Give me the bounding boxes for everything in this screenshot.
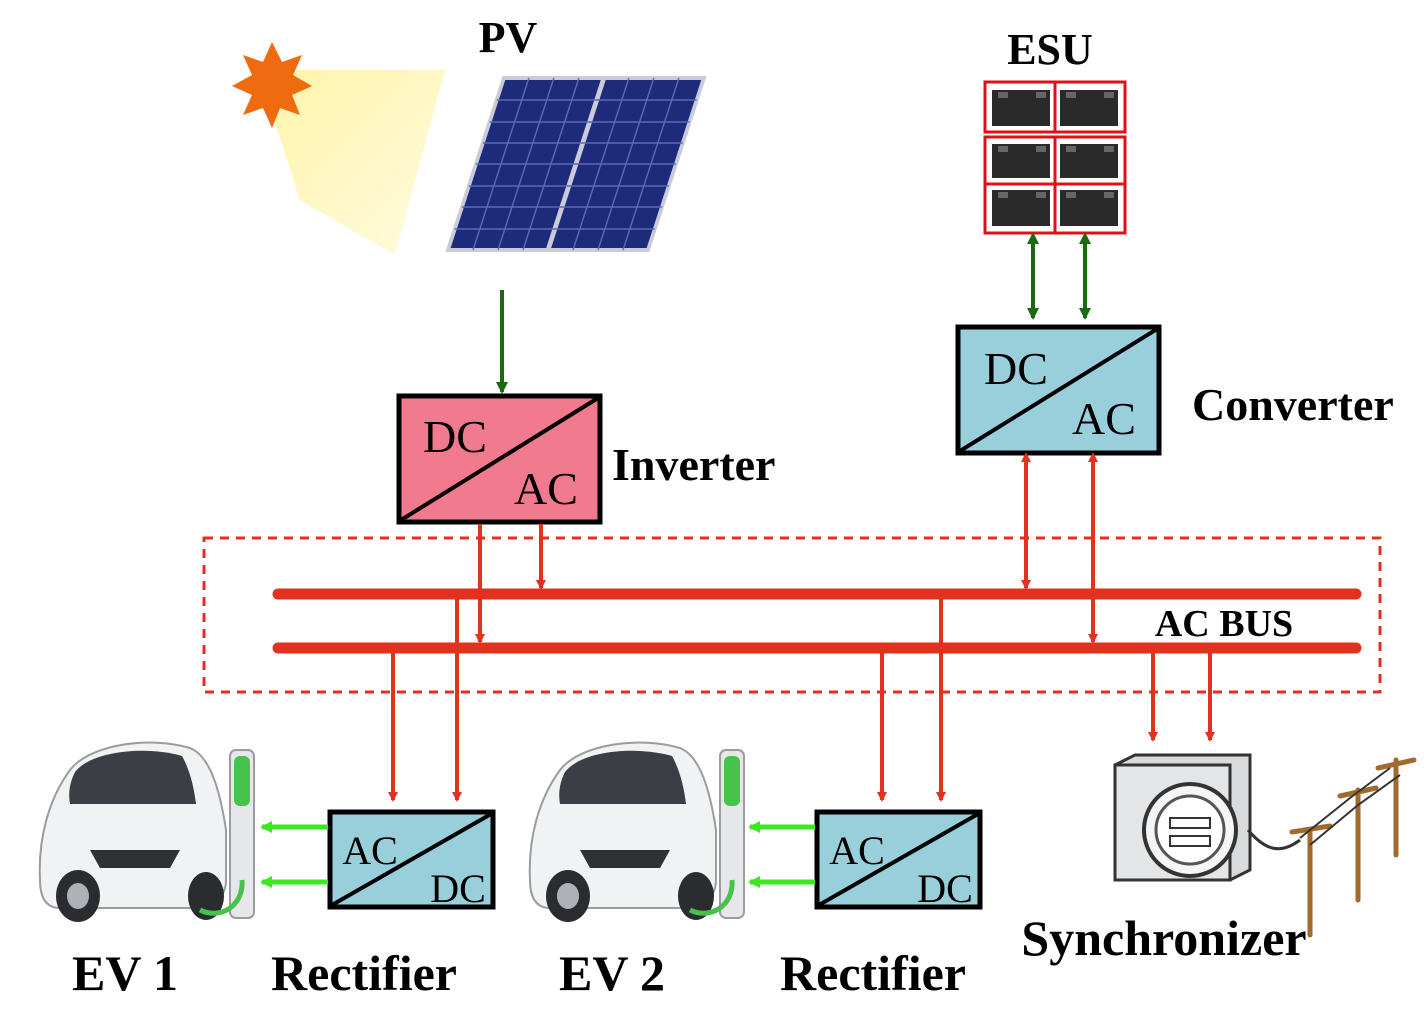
- inverter-block: DC AC: [396, 393, 603, 525]
- meter-icon: [1113, 753, 1252, 882]
- charger-icon: [688, 749, 745, 919]
- converter-label: Converter: [1192, 379, 1394, 430]
- pv-source: PV: [232, 13, 707, 255]
- ev2-car: [528, 741, 745, 922]
- converter-ac-label: AC: [1072, 393, 1136, 444]
- rectifier1-block: AC DC: [327, 809, 496, 911]
- rectifier1-dc-label: DC: [430, 866, 486, 911]
- ac-bus-label: AC BUS: [1155, 603, 1293, 645]
- sun-icon: [232, 42, 312, 128]
- ev2-label: EV 2: [559, 945, 665, 1001]
- esu-label: ESU: [1007, 25, 1093, 74]
- rectifier2-label: Rectifier: [780, 945, 966, 1001]
- car-icon: [38, 741, 227, 922]
- rectifier2-ac-label: AC: [829, 828, 885, 873]
- ev1-label: EV 1: [72, 945, 178, 1001]
- power-pole-icon: [1289, 757, 1417, 938]
- rectifier2-block: AC DC: [814, 809, 983, 911]
- esu-battery-bank: [983, 80, 1127, 235]
- inverter-dc-label: DC: [423, 411, 487, 462]
- ev1-car: [38, 741, 255, 922]
- inverter-ac-label: AC: [514, 463, 578, 514]
- synchronizer-device: [1113, 753, 1417, 938]
- inverter-label: Inverter: [612, 439, 775, 490]
- synchronizer-label: Synchronizer: [1021, 910, 1306, 966]
- converter-dc-label: DC: [984, 343, 1048, 394]
- converter-block: DC AC: [955, 324, 1162, 456]
- charger-icon: [198, 749, 255, 919]
- car-icon: [528, 741, 717, 922]
- solar-panel-icon: [445, 76, 707, 252]
- ac-bus-boundary: [202, 536, 1382, 694]
- rectifier2-dc-label: DC: [917, 866, 973, 911]
- pv-label: PV: [479, 13, 538, 62]
- sunlight-beam: [258, 70, 445, 255]
- rectifier1-ac-label: AC: [342, 828, 398, 873]
- rectifier1-label: Rectifier: [271, 945, 457, 1001]
